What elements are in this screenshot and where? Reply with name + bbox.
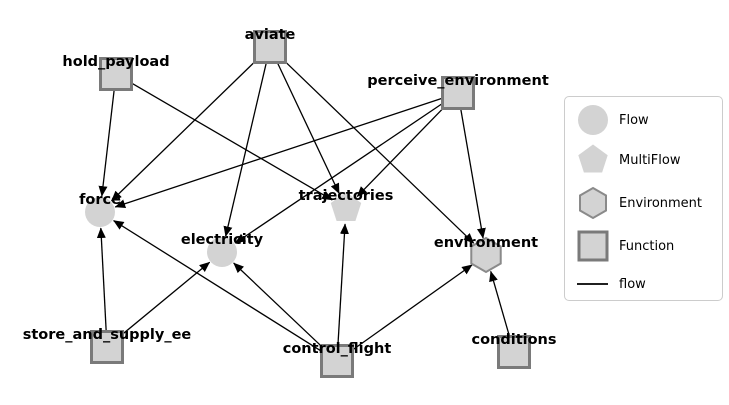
- flow-line-icon: [577, 283, 608, 285]
- node-store_and_supply_ee: [90, 330, 124, 364]
- edge-control_flight-environment: [350, 264, 473, 352]
- node-hold_payload: [99, 57, 133, 91]
- legend-label-flow: Flow: [619, 112, 649, 128]
- node-label-layer: hold_payload aviate perceive_environmentfo…: [23, 27, 557, 357]
- node-environment: [470, 236, 502, 274]
- node-aviate: [253, 30, 287, 64]
- node-label-force: force: [79, 192, 121, 208]
- node-label-perceive_environment: perceive_environment: [367, 73, 549, 89]
- node-force: [85, 197, 115, 227]
- edge-aviate-force: [111, 58, 259, 202]
- node-label-trajectories: trajectories: [299, 188, 394, 204]
- edge-store_and_supply_ee-electricity: [119, 261, 211, 337]
- node-control_flight: [320, 344, 354, 378]
- edge-aviate-trajectories: [276, 62, 340, 194]
- edge-aviate-environment: [281, 58, 475, 244]
- function-square-icon: [577, 230, 609, 262]
- edge-control_flight-force: [113, 219, 323, 353]
- node-label-store_and_supply_ee: store_and_supply_ee: [23, 327, 192, 343]
- node-label-control_flight: control_flight: [283, 341, 392, 357]
- edge-control_flight-trajectories: [337, 223, 349, 345]
- edge-conditions-environment: [489, 270, 510, 336]
- node-trajectories: [330, 192, 362, 221]
- edge-layer: [96, 58, 510, 353]
- legend-label-multiflow: MultiFlow: [619, 152, 681, 168]
- edge-perceive_environment-trajectories: [356, 104, 447, 197]
- legend-label-function: Function: [619, 238, 675, 254]
- node-label-aviate: aviate: [245, 27, 296, 43]
- flow-circle-icon: [578, 105, 608, 135]
- legend-item-function: Function: [576, 229, 674, 263]
- legend-item-flow-edge: flow: [576, 267, 646, 301]
- edge-perceive_environment-force: [114, 97, 443, 209]
- node-label-electricity: electricity: [181, 232, 264, 248]
- edge-hold_payload-force: [98, 90, 115, 197]
- legend-item-environment: Environment: [576, 186, 702, 220]
- multiflow-pentagon-icon: [578, 144, 608, 173]
- node-perceive_environment: [441, 76, 475, 110]
- environment-hexagon-icon: [579, 186, 607, 220]
- legend-item-flow: Flow: [576, 103, 649, 137]
- edge-perceive_environment-electricity: [234, 101, 445, 244]
- node-label-conditions: conditions: [471, 332, 556, 348]
- node-layer: [85, 30, 531, 378]
- legend: Flow MultiFlow Environment Function flow: [564, 96, 723, 301]
- edge-store_and_supply_ee-force: [96, 227, 107, 331]
- edge-perceive_environment-environment: [460, 109, 486, 239]
- node-label-environment: environment: [434, 235, 538, 251]
- edge-control_flight-electricity: [233, 262, 326, 350]
- legend-label-environment: Environment: [619, 195, 703, 211]
- legend-item-multiflow: MultiFlow: [576, 143, 680, 177]
- edge-aviate-electricity: [223, 63, 267, 237]
- node-label-hold_payload: hold_payload: [62, 54, 169, 70]
- legend-label-flow-edge: flow: [619, 276, 646, 292]
- node-electricity: [207, 237, 237, 267]
- edge-hold_payload-trajectories: [130, 81, 333, 201]
- node-conditions: [497, 335, 531, 369]
